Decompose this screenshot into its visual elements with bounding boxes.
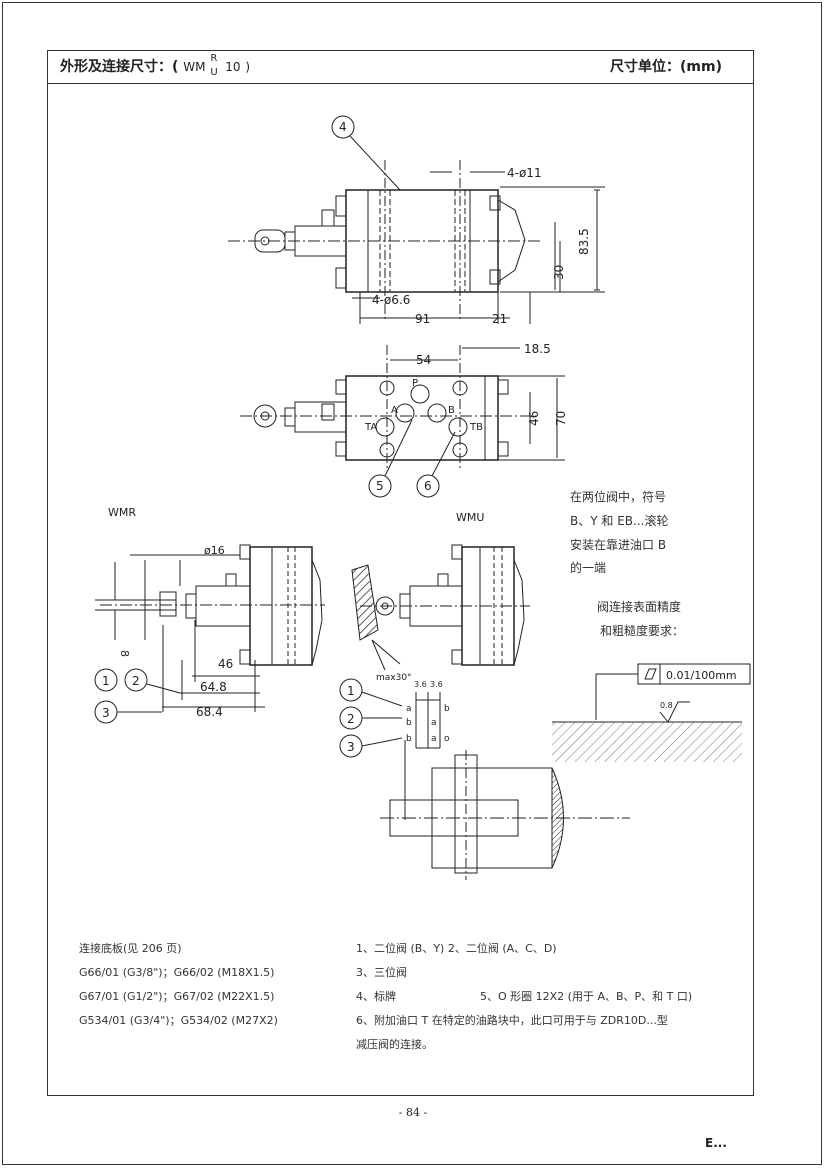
wmu-balloon-1: 1	[347, 684, 355, 698]
letter-b1: b	[444, 704, 450, 714]
dim-4-66: 4-ø6.6	[372, 293, 410, 307]
page-number: - 84 -	[398, 1106, 428, 1119]
model-sub: U	[210, 67, 218, 78]
side-view	[228, 115, 605, 324]
dim-70: 70	[554, 411, 568, 426]
dim-46: 46	[218, 657, 233, 671]
port-b: B	[448, 405, 455, 416]
dim-3-6-a: 3.6	[414, 680, 427, 689]
model-variant-stack: R U	[210, 54, 220, 78]
model-prefix: WM	[183, 60, 206, 74]
balloon-5-label: 5	[376, 479, 384, 493]
dim-46-vert: 46	[527, 411, 541, 426]
wmu-view	[339, 544, 751, 880]
note-line-3: 安装在靠进油口 B	[570, 538, 667, 552]
model-num: 10	[225, 60, 241, 74]
balloon-4-label: 4	[339, 120, 347, 134]
dim-64-8: 64.8	[200, 680, 227, 694]
unit-label: 尺寸单位：(mm)	[610, 59, 722, 75]
letter-b-l3: b	[406, 734, 412, 744]
legend-line-4: 6、附加油口 T 在特定的油路块中，此口可用于与 ZDR10D...型	[356, 1014, 668, 1027]
surface-note-1: 阀连接表面精度	[597, 600, 682, 614]
dim-o16: ø16	[204, 544, 225, 557]
title-text: 外形及连接尺寸：(	[60, 59, 179, 75]
dim-8: 8	[118, 650, 131, 657]
legend-line-5: 减压阀的连接。	[356, 1038, 433, 1051]
plan-view	[240, 345, 565, 498]
note-line-1: 在两位阀中，符号	[570, 490, 667, 504]
letter-a3: a	[431, 734, 437, 744]
dim-54: 54	[416, 353, 431, 367]
footer-left-2: G66/01 (G3/8")；G66/02 (M18X1.5)	[79, 966, 275, 979]
dim-3-6-b: 3.6	[430, 680, 443, 689]
legend-line-3a: 4、标牌	[356, 990, 396, 1003]
port-tb: TB	[469, 422, 483, 433]
dim-83-5: 83.5	[577, 228, 591, 255]
wmu-balloon-2: 2	[347, 712, 355, 726]
balloon-6-label: 6	[424, 479, 432, 493]
model-sup: R	[210, 53, 218, 64]
letter-a2: a	[431, 718, 437, 728]
max30: max30°	[376, 673, 412, 683]
wmr-view	[94, 544, 325, 724]
note-line-4: 的一端	[570, 561, 607, 575]
surface-note-2: 和粗糙度要求：	[600, 624, 685, 638]
header-divider	[47, 83, 754, 84]
wmr-label: WMR	[108, 506, 136, 519]
footer-left-3: G67/01 (G1/2")；G67/02 (M22X1.5)	[79, 990, 275, 1003]
flatness-value: 0.01/100mm	[666, 669, 737, 682]
wmr-balloon-2: 2	[132, 674, 140, 688]
letter-a1: a	[406, 704, 412, 714]
wmu-balloon-3: 3	[347, 740, 355, 754]
dim-4-11: 4-ø11	[507, 166, 542, 180]
port-p: P	[412, 378, 418, 389]
model-close: )	[245, 60, 251, 74]
footer-left-1: 连接底板(见 206 页)	[79, 942, 182, 955]
wmr-balloon-3: 3	[102, 706, 110, 720]
note-line-2: B、Y 和 EB...滚轮	[570, 514, 669, 528]
letter-b-l2: b	[406, 718, 412, 728]
roughness-value: 0.8	[660, 701, 673, 710]
letter-o: o	[444, 734, 450, 744]
legend-line-2: 3、三位阀	[356, 966, 407, 979]
footer-left-4: G534/01 (G3/4")；G534/02 (M27X2)	[79, 1014, 278, 1027]
legend-line-1: 1、二位阀 (B、Y) 2、二位阀 (A、C、D)	[356, 942, 557, 955]
dim-30: 30	[552, 265, 566, 280]
dim-91: 91	[415, 312, 430, 326]
port-ta: TA	[364, 422, 377, 433]
page-title: 外形及连接尺寸：( WM R U 10 )	[60, 54, 251, 78]
dim-68-4: 68.4	[196, 705, 223, 719]
legend-line-3b: 5、O 形圈 12X2 (用于 A、B、P、和 T 口)	[480, 990, 693, 1003]
content-border	[47, 50, 754, 1096]
wmu-label: WMU	[456, 511, 484, 524]
dim-21: 21	[492, 312, 507, 326]
port-a: A	[391, 405, 398, 416]
brand-logo: E...	[705, 1136, 727, 1150]
dim-18-5: 18.5	[524, 342, 551, 356]
wmr-balloon-1: 1	[102, 674, 110, 688]
